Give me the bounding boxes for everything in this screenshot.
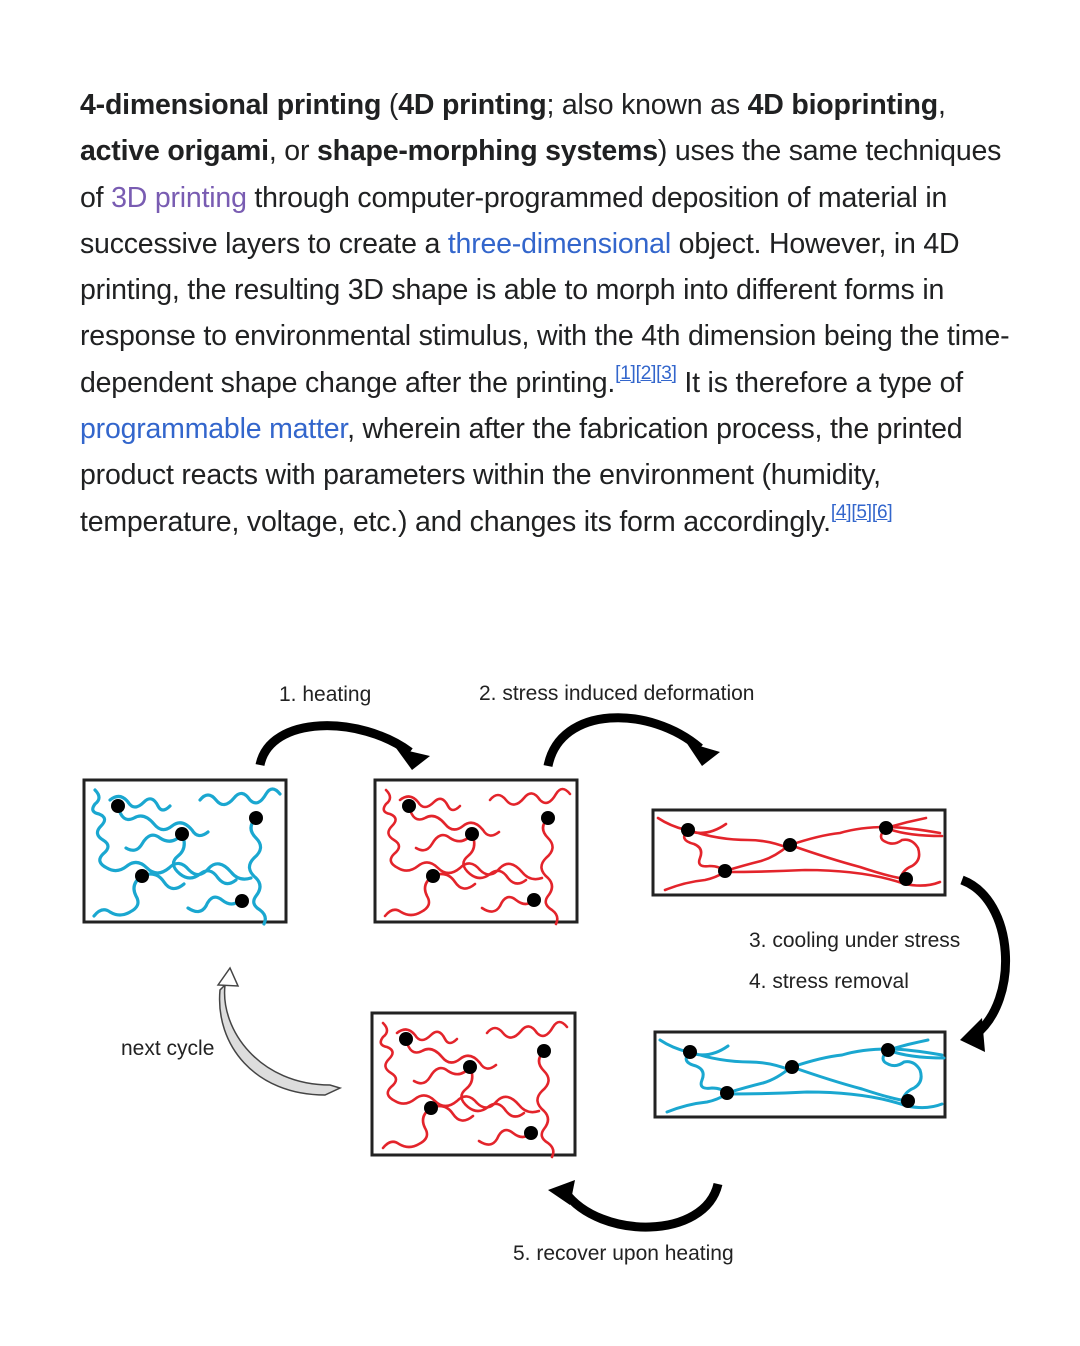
term-active-origami: active origami [80, 135, 269, 168]
citation-refs-1-3[interactable]: [1][2][3] [615, 363, 677, 385]
article-paragraph: 4-dimensional printing (4D printing; als… [80, 89, 1010, 538]
deformation-arrow-icon [543, 713, 720, 768]
state-box-1 [82, 778, 288, 926]
label-step-3: 3. cooling under stress [749, 929, 961, 952]
figure-drawing [82, 713, 1011, 1232]
label-step-4: 4. stress removal [749, 970, 909, 993]
label-step-5: 5. recover upon heating [513, 1242, 734, 1265]
term-4d-printing-short: 4D printing [398, 89, 547, 121]
state-box-3 [651, 808, 947, 897]
link-3d-printing[interactable]: 3D printing [111, 181, 247, 214]
link-three-dimensional[interactable]: three-dimensional [447, 227, 671, 260]
term-4d-printing: 4-dimensional printing [80, 89, 382, 121]
label-next-cycle: next cycle [121, 1037, 215, 1060]
state-box-5 [370, 1011, 577, 1159]
citation-refs-4-6[interactable]: [4][5][6] [830, 502, 893, 524]
shape-memory-cycle-figure: 1. heating 2. stress induced deformation… [0, 640, 1080, 1300]
heating-arrow-icon [255, 721, 430, 770]
next-cycle-arrow-icon [216, 966, 343, 1096]
label-step-1: 1. heating [279, 683, 372, 706]
state-box-4 [653, 1030, 947, 1119]
term-4d-bioprinting: 4D bioprinting [747, 89, 939, 121]
recover-arrow-icon [548, 1180, 723, 1232]
link-programmable-matter[interactable]: programmable matter [80, 413, 348, 446]
cooling-arrow-icon [960, 875, 1011, 1052]
term-shape-morphing: shape-morphing systems [316, 135, 658, 168]
label-step-2: 2. stress induced deformation [479, 682, 755, 705]
state-box-2 [373, 778, 579, 926]
